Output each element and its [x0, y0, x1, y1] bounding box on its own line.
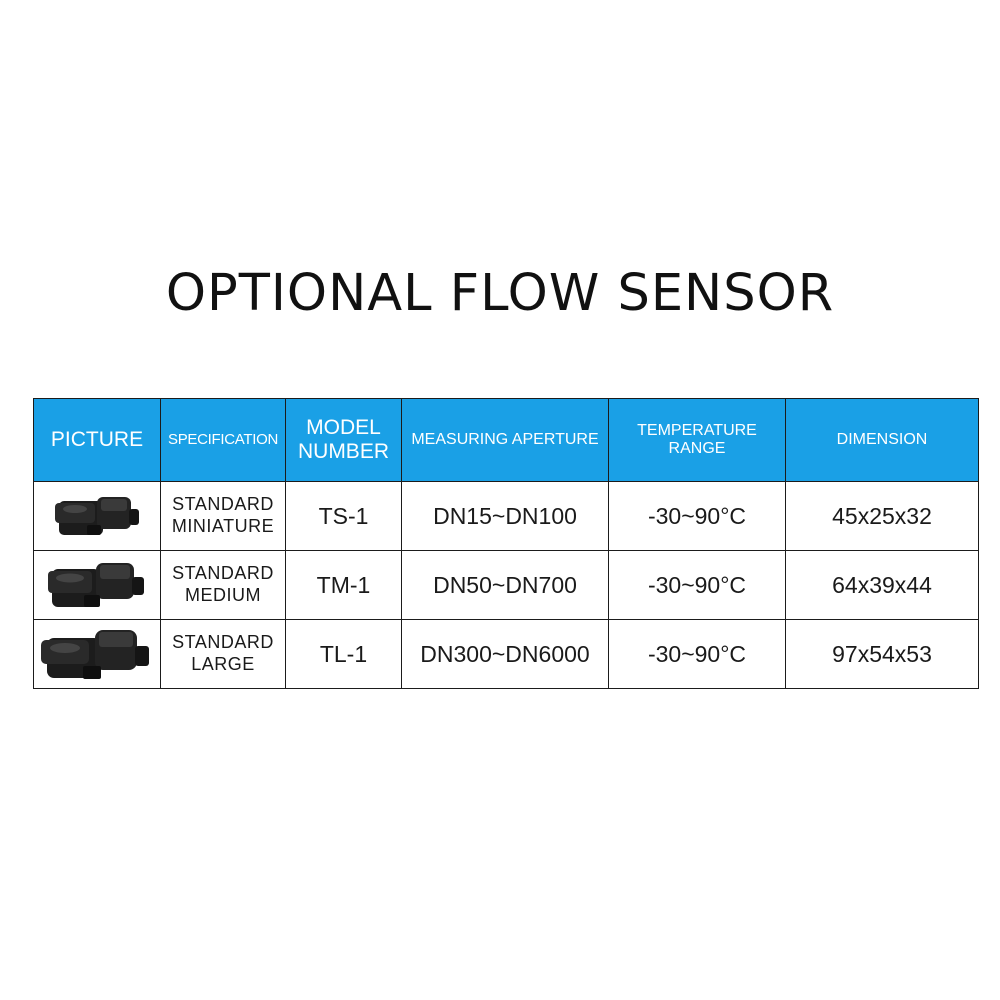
header-model-line1: MODEL [306, 415, 381, 439]
table-row: STANDARD LARGE TL-1 DN300~DN6000 -30~90°… [33, 619, 979, 689]
spec-line1: STANDARD [172, 494, 274, 515]
dimension-cell: 97x54x53 [785, 619, 979, 689]
spec-line1: STANDARD [172, 632, 274, 653]
header-model-number: MODEL NUMBER [285, 398, 402, 482]
picture-cell [33, 619, 161, 689]
header-specification: SPECIFICATION [160, 398, 286, 482]
specification-cell: STANDARD MEDIUM [160, 550, 286, 620]
flow-sensor-icon [41, 630, 149, 679]
flow-sensor-icon [55, 497, 139, 535]
model-cell: TS-1 [285, 481, 402, 551]
picture-cell [33, 550, 161, 620]
header-dimension: DIMENSION [785, 398, 979, 482]
aperture-cell: DN50~DN700 [401, 550, 609, 620]
model-cell: TL-1 [285, 619, 402, 689]
dimension-cell: 64x39x44 [785, 550, 979, 620]
spec-line2: LARGE [191, 654, 255, 674]
model-cell: TM-1 [285, 550, 402, 620]
header-temp-line1: TEMPERATURE [637, 421, 757, 439]
header-model-line2: NUMBER [297, 440, 389, 463]
temperature-cell: -30~90°C [608, 481, 786, 551]
flow-sensor-icon [48, 563, 144, 607]
table-row: STANDARD MINIATURE TS-1 DN15~DN100 -30~9… [33, 481, 979, 551]
aperture-cell: DN15~DN100 [401, 481, 609, 551]
table-header-row: PICTURE SPECIFICATION MODEL NUMBER MEASU… [33, 398, 979, 482]
header-specification-label: SPECIFICATION [168, 431, 278, 449]
spec-line1: STANDARD [172, 563, 274, 584]
header-measuring-aperture: MEASURING APERTURE [401, 398, 609, 482]
aperture-cell: DN300~DN6000 [401, 619, 609, 689]
header-dimension-label: DIMENSION [836, 430, 928, 448]
dimension-cell: 45x25x32 [785, 481, 979, 551]
specification-cell: STANDARD LARGE [160, 619, 286, 689]
spec-line2: MINIATURE [171, 516, 275, 536]
page-title: OPTIONAL FLOW SENSOR [165, 264, 835, 323]
specification-cell: STANDARD MINIATURE [160, 481, 286, 551]
table-row: STANDARD MEDIUM TM-1 DN50~DN700 -30~90°C… [33, 550, 979, 620]
flow-sensor-table: PICTURE SPECIFICATION MODEL NUMBER MEASU… [33, 398, 979, 689]
header-temp-line2: RANGE [668, 440, 726, 457]
picture-cell [33, 481, 161, 551]
header-aperture-label: MEASURING APERTURE [411, 430, 599, 448]
temperature-cell: -30~90°C [608, 619, 786, 689]
spec-line2: MEDIUM [185, 585, 261, 605]
temperature-cell: -30~90°C [608, 550, 786, 620]
header-picture-label: PICTURE [50, 427, 144, 451]
header-temperature-range: TEMPERATURE RANGE [608, 398, 786, 482]
header-picture: PICTURE [33, 398, 161, 482]
